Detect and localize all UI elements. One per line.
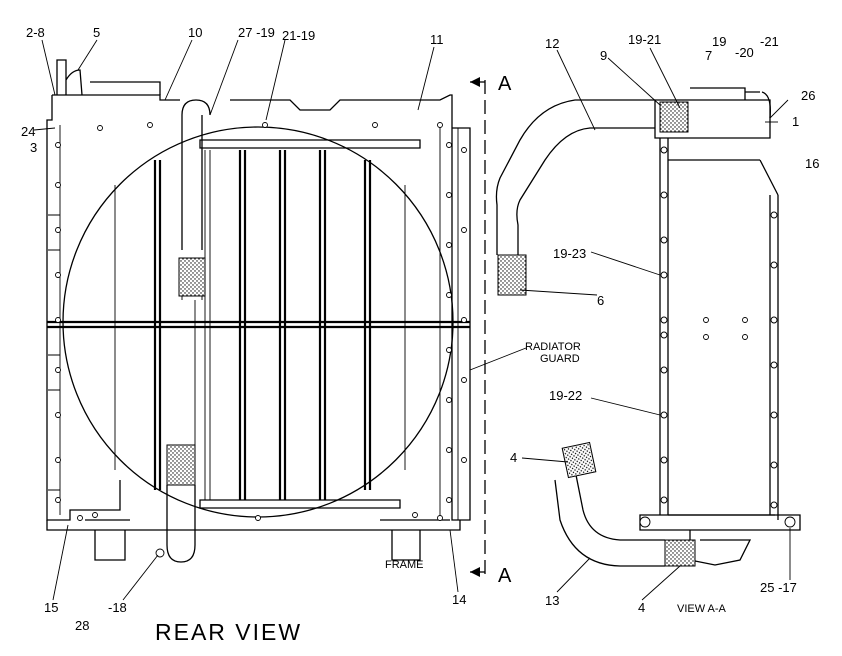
callout-12: 12 <box>545 36 559 51</box>
callout-1: 1 <box>792 114 799 129</box>
callout-20: -20 <box>735 45 754 60</box>
callout-labels: 2-8 5 10 27 -19 21-19 11 24 3 12 9 19-21… <box>21 25 819 645</box>
callout-21-19: 21-19 <box>282 28 315 43</box>
rear-view <box>46 59 486 580</box>
view-a-a <box>495 87 801 567</box>
section-marker-bottom: A <box>498 565 512 587</box>
callout-24: 24 <box>21 124 35 139</box>
callout-18: -18 <box>108 600 127 615</box>
frame-bolt-holes <box>55 122 467 521</box>
callout-19-21: 19-21 <box>628 32 661 47</box>
callout-19-23: 19-23 <box>553 246 586 261</box>
callout-15: 15 <box>44 600 58 615</box>
callout-11: 11 <box>430 32 444 47</box>
note-radiator: RADIATOR <box>525 341 581 353</box>
note-frame: FRAME <box>385 559 424 571</box>
callout-4-lower: 4 <box>638 600 645 615</box>
callout-9: 9 <box>600 48 607 63</box>
view-aa-title: VIEW A-A <box>677 603 727 615</box>
callout-28: 28 <box>75 618 89 633</box>
callout-6: 6 <box>597 293 604 308</box>
callout-3: 3 <box>30 140 37 155</box>
leader-lines <box>33 39 791 601</box>
callout-26: 26 <box>801 88 815 103</box>
callout-7: 7 <box>705 48 712 63</box>
callout-2-8: 2-8 <box>26 25 45 40</box>
callout-19-22: 19-22 <box>549 388 582 403</box>
callout-4-upper: 4 <box>510 450 517 465</box>
callout-14: 14 <box>452 592 466 607</box>
callout-21: -21 <box>760 34 779 49</box>
note-guard: GUARD <box>540 353 580 365</box>
callout-16: 16 <box>805 156 819 171</box>
callout-13: 13 <box>545 593 559 608</box>
callout-5: 5 <box>93 25 100 40</box>
side-bolts <box>660 146 778 509</box>
callout-27-19: 27 -19 <box>238 25 275 40</box>
callout-10: 10 <box>188 25 202 40</box>
section-marker-top: A <box>498 73 512 95</box>
callout-25-17: 25 -17 <box>760 580 797 595</box>
callout-19: 19 <box>712 34 726 49</box>
rear-view-title: REAR VIEW <box>155 619 302 645</box>
